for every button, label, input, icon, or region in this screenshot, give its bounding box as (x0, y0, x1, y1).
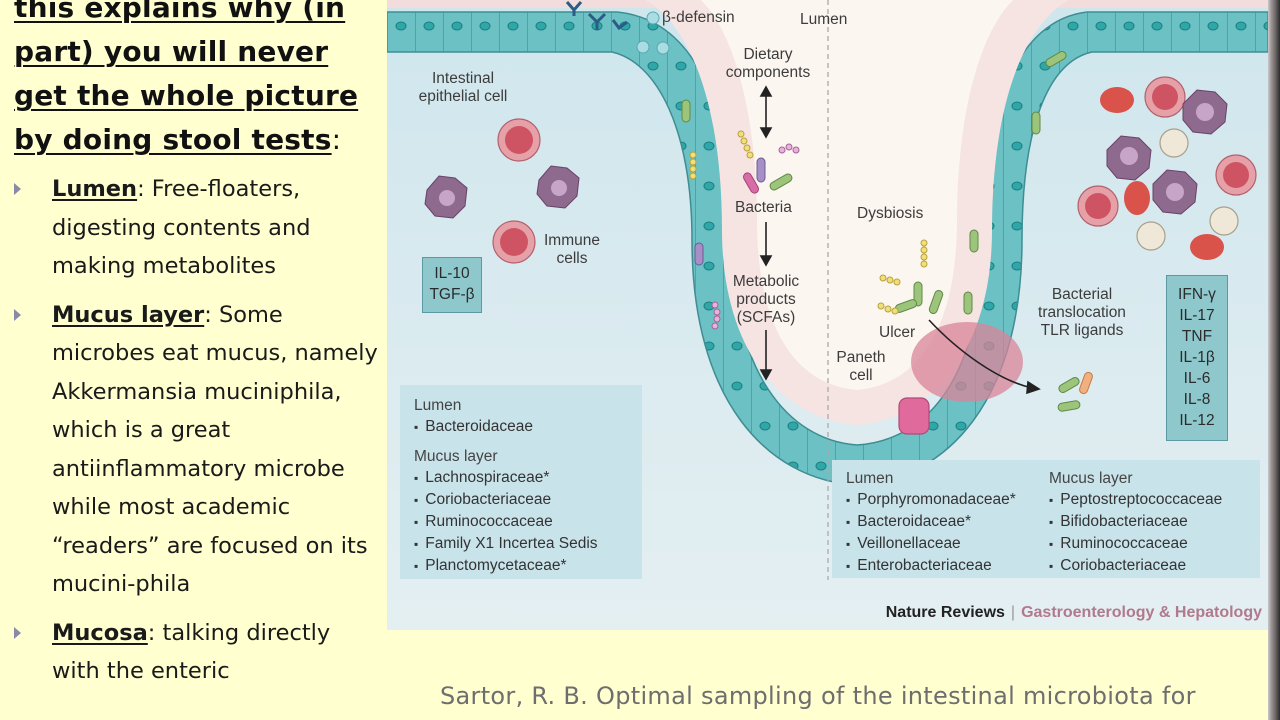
label-line: Bacterial (1051, 286, 1113, 303)
list-item: Veillonellaceae (846, 533, 1016, 555)
heading-line: part) you will never (14, 35, 329, 68)
label-line: (SCFAs) (736, 309, 796, 326)
label-line: Paneth (836, 349, 886, 366)
list-group-title: Mucus layer (414, 448, 498, 465)
list-item: Bacteroidaceae (414, 416, 628, 438)
label-line: cells (556, 250, 588, 267)
label-line: products (736, 291, 796, 308)
label-bacterial-translocation: Bacterial translocation TLR ligands (1027, 286, 1137, 340)
cytokine: IL-10 (434, 265, 470, 282)
ulcer (911, 322, 1023, 402)
immune-cells-inflamed (1077, 76, 1257, 260)
label-paneth-cell: Paneth cell (832, 349, 890, 385)
list-item: Enterobacteriaceae (846, 555, 1016, 577)
list-item: Family X1 Incertea Sedis (414, 533, 628, 555)
paneth-cell (898, 397, 930, 435)
label-intestinal-epithelial-cell: Intestinal epithelial cell (407, 70, 519, 106)
list-item: Porphyromonadaceae* (846, 489, 1016, 511)
immune-cells-healthy (424, 118, 580, 264)
inflamed-cytokines-box: IFN-γ IL-17 TNF IL-1β IL-6 IL-8 IL-12 (1166, 275, 1228, 441)
bullet-list: Lumen: Free-floaters, digesting contents… (14, 170, 384, 691)
gut-microbiota-figure: β-defensin Lumen Intestinal epithelial c… (387, 0, 1268, 630)
journal-name: Gastroenterology & Hepatology (1021, 604, 1262, 621)
label-line: Metabolic (732, 273, 800, 290)
label-ulcer: Ulcer (879, 324, 916, 341)
heading-line: this explains why (in (14, 0, 346, 24)
label-line: TLR ligands (1040, 322, 1124, 339)
bullet-text: : Free-floaters, digesting contents and … (52, 176, 311, 279)
list-item: Ruminococcaceae (1049, 533, 1222, 555)
list-item: Bacteroidaceae* (846, 511, 1016, 533)
cytokine: IL-8 (1183, 391, 1211, 408)
list-item: Ruminococcaceae (414, 511, 628, 533)
bullet-term: Mucosa (52, 619, 148, 646)
heading-suffix: : (331, 123, 342, 156)
label-line: Intestinal (431, 70, 495, 87)
label-line: components (725, 64, 811, 81)
bullet-arrow-icon (14, 183, 21, 195)
heading-line: by doing stool tests (14, 123, 332, 156)
credit-separator: | (1010, 604, 1016, 621)
bullet-mucus-layer: Mucus layer: Some microbes eat mucus, na… (14, 296, 384, 604)
healthy-cytokines-box: IL-10 TGF-β (422, 257, 482, 313)
flow-arrows (759, 85, 1041, 395)
publisher-name: Nature Reviews (885, 604, 1005, 621)
label-lumen: Lumen (800, 11, 848, 28)
bullet-arrow-icon (14, 626, 21, 639)
cytokine: IL-17 (1179, 307, 1215, 324)
figure-illustration (387, 0, 1268, 630)
list-item: Lachnospiraceae* (414, 467, 628, 489)
list-item: Coriobacteriaceae (1049, 555, 1222, 577)
cytokine: TNF (1181, 328, 1213, 345)
bullet-term: Lumen (52, 176, 138, 202)
label-metabolic-products: Metabolic products (SCFAs) (721, 273, 811, 327)
cytokine: IL-12 (1179, 412, 1215, 429)
label-line: cell (849, 367, 873, 384)
list-item: Coriobacteriaceae (414, 489, 628, 511)
dysbiosis-taxa-list: Lumen Porphyromonadaceae* Bacteroidaceae… (832, 460, 1260, 578)
bullet-mucosa: Mucosa: talking directly with the enteri… (14, 614, 384, 691)
list-item: Peptostreptococcaceae (1049, 489, 1222, 511)
slide-text-column: this explains why (in part) you will nev… (14, 0, 384, 701)
list-item: Bifidobacteriaceae (1049, 511, 1222, 533)
beta-defensin-molecules (636, 11, 670, 55)
cytokine: IL-1β (1179, 349, 1215, 366)
list-group-title: Mucus layer (1049, 470, 1133, 487)
dysbiosis-mucus-column: Mucus layer Peptostreptococcaceae Bifido… (1049, 468, 1222, 577)
slide-heading: this explains why (in part) you will nev… (14, 0, 384, 162)
label-line: Immune (544, 232, 600, 249)
list-group-title: Lumen (414, 397, 462, 414)
list-group-title: Lumen (846, 470, 894, 487)
citation: Sartor, R. B. Optimal sampling of the in… (440, 682, 1196, 710)
cytokine: IL-6 (1183, 370, 1211, 387)
bullet-term: Mucus layer (52, 301, 205, 328)
bullet-text: : Some microbes eat mucus, namely Akkerm… (52, 301, 378, 598)
label-immune-cells: Immune cells (537, 232, 607, 268)
dysbiosis-lumen-column: Lumen Porphyromonadaceae* Bacteroidaceae… (846, 468, 1016, 577)
label-line: epithelial cell (418, 88, 508, 105)
cytokine: TGF-β (429, 286, 475, 303)
bacteria (681, 51, 1093, 412)
cytokine: IFN-γ (1178, 286, 1216, 303)
antibodies (565, 1, 628, 31)
label-line: translocation (1038, 304, 1126, 321)
figure-credit: Nature Reviews | Gastroenterology & Hepato… (886, 604, 1262, 622)
healthy-taxa-list: Lumen Bacteroidaceae Mucus layer Lachnos… (400, 385, 642, 579)
list-item: Planctomycetaceae* (414, 555, 628, 577)
bullet-arrow-icon (14, 308, 21, 321)
label-line: Dietary (743, 46, 793, 63)
bullet-lumen: Lumen: Free-floaters, digesting contents… (14, 170, 384, 286)
heading-line: get the whole picture (14, 79, 359, 112)
bullet-text: : talking directly with the enteric (52, 619, 331, 685)
label-dietary-components: Dietary components (713, 46, 823, 82)
adjacent-slide-edge (1268, 0, 1280, 720)
label-beta-defensin: β-defensin (662, 9, 735, 26)
label-dysbiosis: Dysbiosis (857, 205, 924, 222)
label-bacteria: Bacteria (735, 199, 792, 216)
